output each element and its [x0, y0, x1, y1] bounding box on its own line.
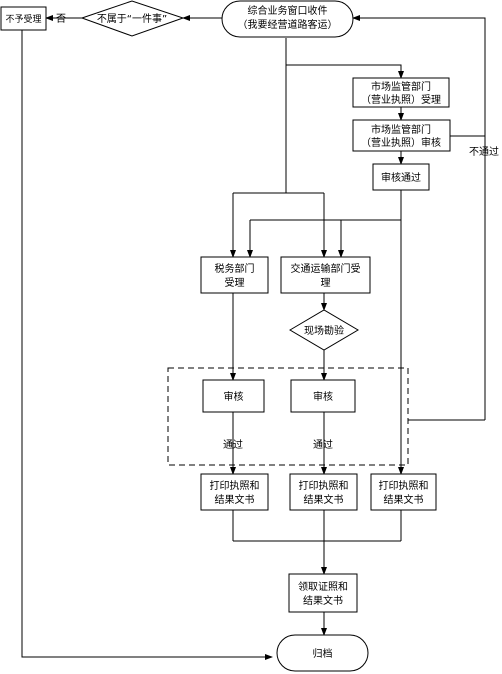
transport-review-label: 审核 [313, 390, 333, 403]
reject-label: 不予受理 [5, 13, 41, 25]
transport-accept-line2: 理 [321, 277, 331, 289]
print-left-line2: 结果文书 [215, 493, 255, 506]
site-inspection-node: 现场勘验 [289, 309, 359, 351]
tax-accept-line1: 税务部门 [215, 262, 255, 275]
tax-review-node: 审核 [202, 379, 265, 413]
print-left-line1: 打印执照和 [210, 479, 260, 492]
edge-label-passed-middle: 通过 [313, 438, 333, 451]
market-accept-line1: 市场监管部门 [371, 80, 431, 93]
site-inspection-label: 现场勘验 [304, 324, 344, 337]
review-group-box [167, 367, 409, 466]
print-right-node: 打印执照和 结果文书 [370, 473, 437, 511]
print-middle-line2: 结果文书 [304, 493, 344, 506]
start-label-line1: 综合业务窗口收件 [248, 4, 328, 17]
print-left-node: 打印执照和 结果文书 [200, 473, 269, 511]
reject-node: 不予受理 [0, 6, 47, 31]
tax-review-label: 审核 [224, 390, 244, 403]
start-node: 综合业务窗口收件 （我要经营道路客运） [221, 0, 354, 38]
collect-line2: 结果文书 [303, 594, 343, 607]
start-label-line2: （我要经营道路客运） [238, 18, 338, 31]
transport-accept-line1: 交通运输部门受 [291, 262, 361, 275]
edges [21, 15, 486, 660]
collect-node: 领取证照和 结果文书 [288, 573, 358, 613]
archive-node: 归档 [276, 634, 369, 672]
transport-accept-node: 交通运输部门受 理 [280, 256, 371, 294]
tax-accept-line2: 受理 [225, 277, 245, 289]
market-review-line1: 市场监管部门 [371, 123, 431, 136]
print-middle-node: 打印执照和 结果文书 [289, 473, 358, 511]
edge-reject-to-archive [21, 30, 273, 660]
print-right-line1: 打印执照和 [379, 479, 429, 492]
collect-line1: 领取证照和 [298, 580, 348, 593]
edge-label-no: 否 [56, 13, 66, 25]
transport-review-node: 审核 [290, 379, 356, 413]
market-accept-line2: （营业执照）受理 [361, 93, 441, 106]
review-passed-label: 审核通过 [381, 171, 421, 184]
edge-label-passed-left: 通过 [223, 438, 243, 451]
market-review-line2: （营业执照）审核 [361, 136, 441, 149]
decision-label: 不属于“一件事” [97, 12, 167, 25]
market-review-node: 市场监管部门 （营业执照）审核 [352, 119, 451, 152]
decision-node: 不属于“一件事” [80, 0, 185, 37]
tax-accept-node: 税务部门 受理 [200, 256, 269, 294]
market-accept-node: 市场监管部门 （营业执照）受理 [352, 77, 450, 108]
archive-label: 归档 [313, 647, 333, 660]
review-passed-node: 审核通过 [372, 163, 430, 191]
edge-not-passed-to-start [352, 15, 486, 137]
print-middle-line1: 打印执照和 [299, 479, 349, 492]
print-right-line2: 结果文书 [384, 493, 424, 506]
edge-label-not-passed: 不通过 [469, 145, 499, 158]
edge-start-to-market-accept [286, 64, 404, 79]
